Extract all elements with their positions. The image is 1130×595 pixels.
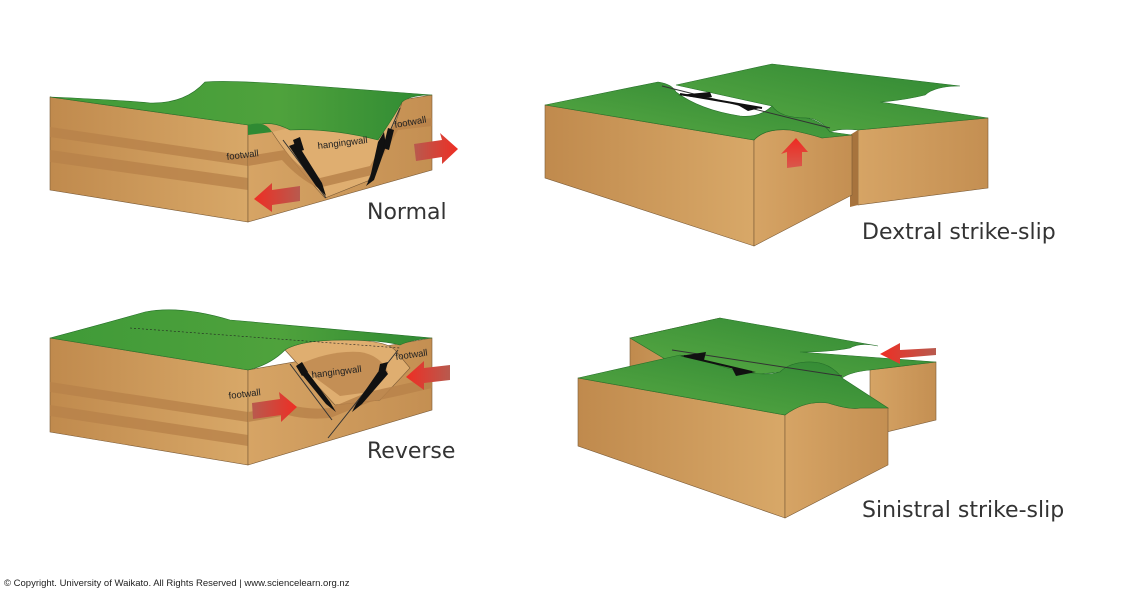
slip-arrow-reverse-right bbox=[352, 362, 388, 412]
caption-reverse: Reverse bbox=[367, 439, 456, 464]
caption-dextral: Dextral strike-slip bbox=[862, 220, 1056, 245]
extension-arrow-right bbox=[414, 133, 458, 164]
caption-sinistral: Sinistral strike-slip bbox=[862, 498, 1065, 523]
footwall-label-left: footwall bbox=[226, 148, 259, 163]
footwall-label-left: footwall bbox=[228, 387, 261, 402]
caption-normal: Normal bbox=[367, 200, 447, 225]
copyright-footer: © Copyright. University of Waikato. All … bbox=[4, 578, 350, 589]
slip-arrow-sinistral bbox=[680, 352, 756, 376]
extension-arrow-left bbox=[254, 183, 300, 212]
sinistral-fault-block bbox=[577, 317, 937, 519]
slip-arrow-dextral bbox=[678, 92, 763, 111]
compression-arrow-left bbox=[252, 392, 297, 422]
motion-arrow-up bbox=[781, 138, 808, 168]
reverse-fault-block: footwall hangingwall footwall bbox=[49, 309, 450, 466]
motion-arrow-left bbox=[880, 343, 936, 364]
slip-arrow-left bbox=[289, 137, 326, 196]
dextral-fault-block bbox=[544, 63, 989, 247]
slip-arrow-reverse-left bbox=[296, 362, 336, 412]
normal-fault-block: footwall hangingwall footwall bbox=[49, 81, 458, 223]
slip-arrow-right bbox=[366, 128, 394, 186]
compression-arrow-right bbox=[406, 361, 450, 390]
footwall-label-right: footwall bbox=[395, 348, 428, 363]
